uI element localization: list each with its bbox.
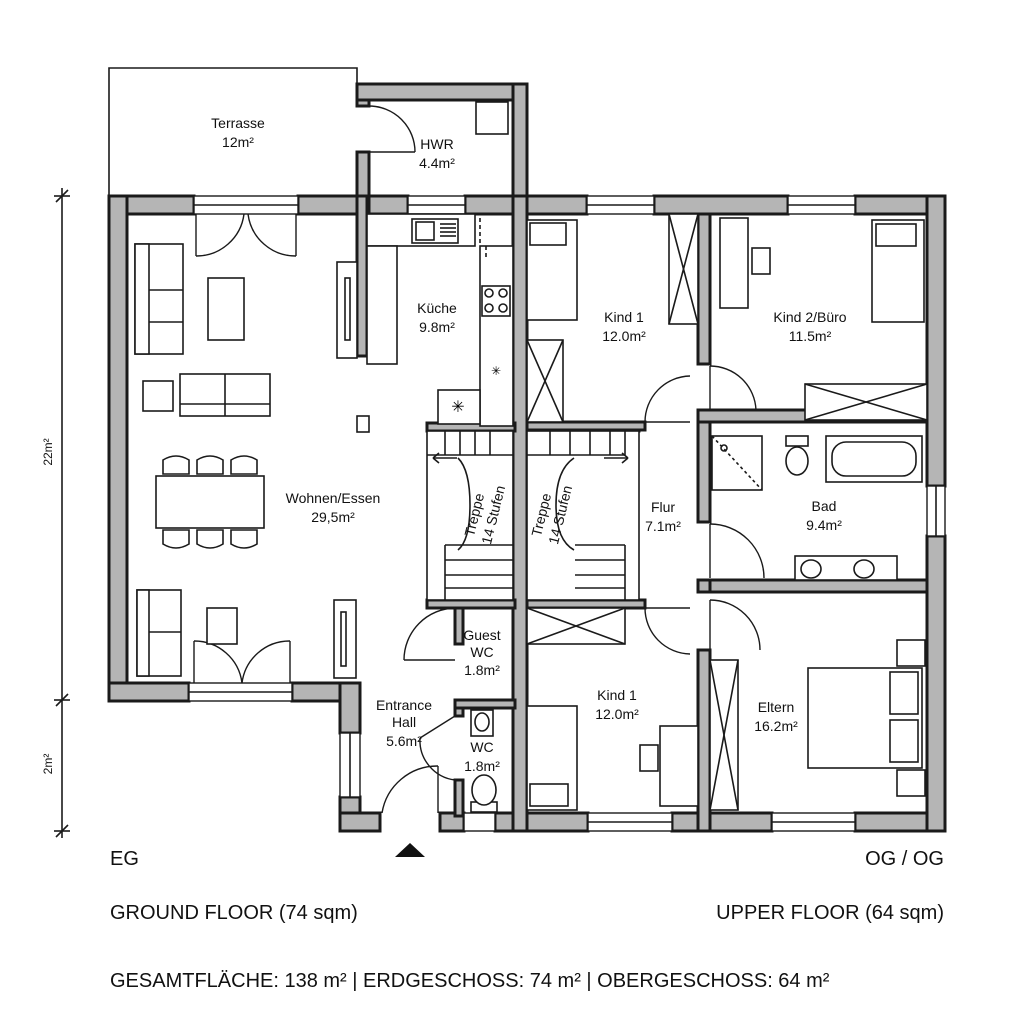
label-wc: WC xyxy=(470,739,493,755)
terrace-outline xyxy=(108,67,358,196)
eltern-furniture xyxy=(709,639,926,811)
door-swings xyxy=(193,105,765,814)
caption-eg: EG xyxy=(110,848,139,870)
area-wc: 1.8m² xyxy=(464,758,500,774)
label-guest-wc-1: Guest xyxy=(463,627,500,643)
label-kind2: Kind 2/Büro xyxy=(773,309,846,325)
wc-fixtures xyxy=(470,709,498,813)
label-kind1-bottom: Kind 1 xyxy=(597,687,637,703)
bath-fixtures xyxy=(711,435,923,581)
stairs-ground xyxy=(426,430,514,601)
caption-upper-floor: UPPER FLOOR (64 sqm) xyxy=(716,902,944,924)
kind1-top-furniture xyxy=(526,213,699,423)
area-terrasse: 12m² xyxy=(222,134,254,150)
area-kind1-bottom: 12.0m² xyxy=(595,706,639,722)
kind2-furniture xyxy=(719,217,928,421)
stairs-upper xyxy=(526,430,640,601)
area-guest-wc: 1.8m² xyxy=(464,662,500,678)
dimension-lower: 2m² xyxy=(41,754,55,775)
label-guest-wc-2: WC xyxy=(470,644,493,660)
label-wohnen: Wohnen/Essen xyxy=(286,490,381,506)
area-bad: 9.4m² xyxy=(806,517,842,533)
kitchen-furniture: ✳ ✳ xyxy=(366,213,514,427)
windows xyxy=(188,195,946,832)
label-entrance-2: Hall xyxy=(392,714,416,730)
area-kind2: 11.5m² xyxy=(789,328,832,344)
area-kind1-top: 12.0m² xyxy=(602,328,646,344)
area-flur: 7.1m² xyxy=(645,518,681,534)
dimension-total: 22m² xyxy=(41,438,55,465)
exterior-walls xyxy=(107,82,947,833)
label-bad: Bad xyxy=(812,498,837,514)
area-eltern: 16.2m² xyxy=(754,718,798,734)
label-kueche: Küche xyxy=(417,300,457,316)
label-flur: Flur xyxy=(651,499,675,515)
caption-summary: GESAMTFLÄCHE: 138 m² | ERDGESCHOSS: 74 m… xyxy=(110,970,830,992)
caption-og: OG / OG xyxy=(865,848,944,870)
label-entrance-1: Entrance xyxy=(376,697,432,713)
kind1-bottom-furniture xyxy=(526,607,699,811)
area-hwr: 4.4m² xyxy=(419,155,455,171)
svg-text:✳: ✳ xyxy=(451,397,464,416)
label-kind1-top: Kind 1 xyxy=(604,309,644,325)
living-furniture xyxy=(134,243,370,679)
area-kueche: 9.8m² xyxy=(419,319,455,335)
label-hwr: HWR xyxy=(420,136,453,152)
hwr-appliance xyxy=(475,101,509,135)
dimension-lines xyxy=(54,188,70,838)
label-terrasse: Terrasse xyxy=(211,115,265,131)
svg-text:✳: ✳ xyxy=(491,364,501,378)
area-entrance: 5.6m² xyxy=(386,733,422,749)
entrance-arrow-icon xyxy=(395,843,425,857)
area-wohnen: 29,5m² xyxy=(311,509,355,525)
caption-ground-floor: GROUND FLOOR (74 sqm) xyxy=(110,902,358,924)
label-eltern: Eltern xyxy=(758,699,795,715)
